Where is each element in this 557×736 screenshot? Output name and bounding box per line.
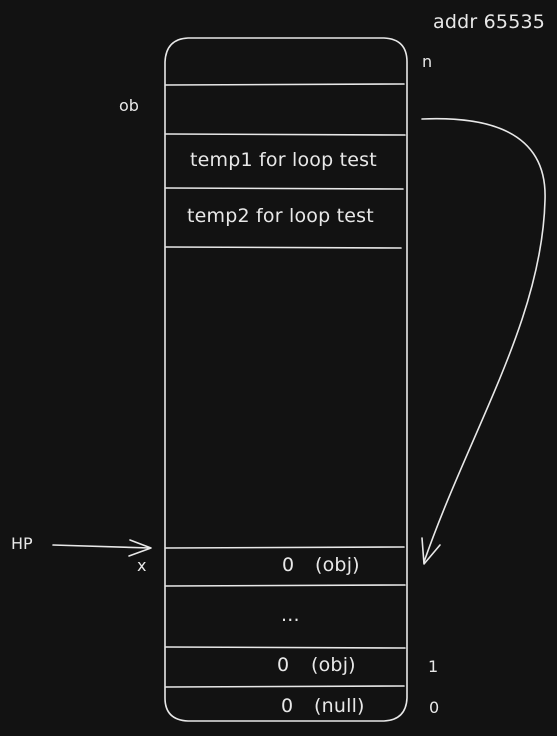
row-divider: [165, 83, 405, 86]
obj-bottom-type: (obj): [311, 654, 356, 676]
obj-bottom-value: 0: [277, 654, 290, 676]
x-label: x: [137, 556, 147, 575]
reference-arrowhead: [421, 537, 441, 565]
hp-arrowhead: [128, 539, 152, 557]
top-index-label: n: [422, 52, 433, 71]
null-value: 0: [281, 695, 294, 717]
row-divider: [165, 685, 405, 688]
hp-label: HP: [11, 534, 33, 553]
reference-arrow: [421, 117, 546, 563]
index-zero-label: 0: [429, 698, 440, 717]
row-divider: [165, 584, 406, 587]
temp2-cell-label: temp2 for loop test: [187, 205, 374, 227]
ob-label: ob: [119, 96, 139, 115]
hp-arrow: [52, 544, 151, 549]
row-divider: [165, 546, 405, 549]
row-divider: [165, 646, 406, 649]
null-type: (null): [314, 695, 365, 717]
ellipsis-cell: ...: [281, 604, 300, 626]
row-divider: [165, 133, 406, 136]
obj-top-type: (obj): [315, 554, 360, 576]
index-one-label: 1: [428, 657, 439, 676]
obj-top-value: 0: [282, 554, 295, 576]
row-divider: [165, 246, 402, 249]
memory-column-outline: [164, 37, 408, 722]
top-address-label: addr 65535: [433, 11, 546, 33]
temp1-cell-label: temp1 for loop test: [190, 149, 377, 171]
row-divider: [165, 187, 404, 190]
